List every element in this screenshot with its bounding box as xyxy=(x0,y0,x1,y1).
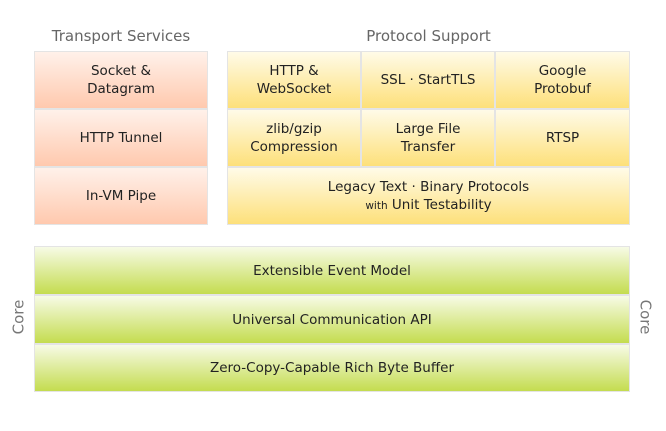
core-label-right: Core xyxy=(636,299,655,335)
protocol-google-protobuf: Google Protobuf xyxy=(495,51,630,109)
legacy-line-1: Legacy Text · Binary Protocols xyxy=(327,178,530,195)
legacy-line-2: with Unit Testability xyxy=(365,196,491,215)
protocol-rtsp: RTSP xyxy=(495,109,630,167)
protocol-http-websocket: HTTP & WebSocket xyxy=(227,51,361,109)
protocol-large-file-transfer: Large File Transfer xyxy=(361,109,495,167)
core-event-model: Extensible Event Model xyxy=(34,246,630,295)
legacy-with: with xyxy=(365,199,388,212)
legacy-unit-testability: Unit Testability xyxy=(391,196,492,213)
protocol-zlib-gzip: zlib/gzip Compression xyxy=(227,109,361,167)
core-byte-buffer: Zero-Copy-Capable Rich Byte Buffer xyxy=(34,344,630,392)
protocol-legacy-text-binary: Legacy Text · Binary Protocols with Unit… xyxy=(227,167,630,225)
core-communication-api: Universal Communication API xyxy=(34,295,630,344)
transport-in-vm-pipe: In-VM Pipe xyxy=(34,167,208,225)
protocol-ssl-starttls: SSL · StartTLS xyxy=(361,51,495,109)
transport-services-title: Transport Services xyxy=(51,27,191,45)
transport-http-tunnel: HTTP Tunnel xyxy=(34,109,208,167)
transport-socket-datagram: Socket & Datagram xyxy=(34,51,208,109)
protocol-support-title: Protocol Support xyxy=(366,27,491,45)
core-label-left: Core xyxy=(9,299,28,335)
